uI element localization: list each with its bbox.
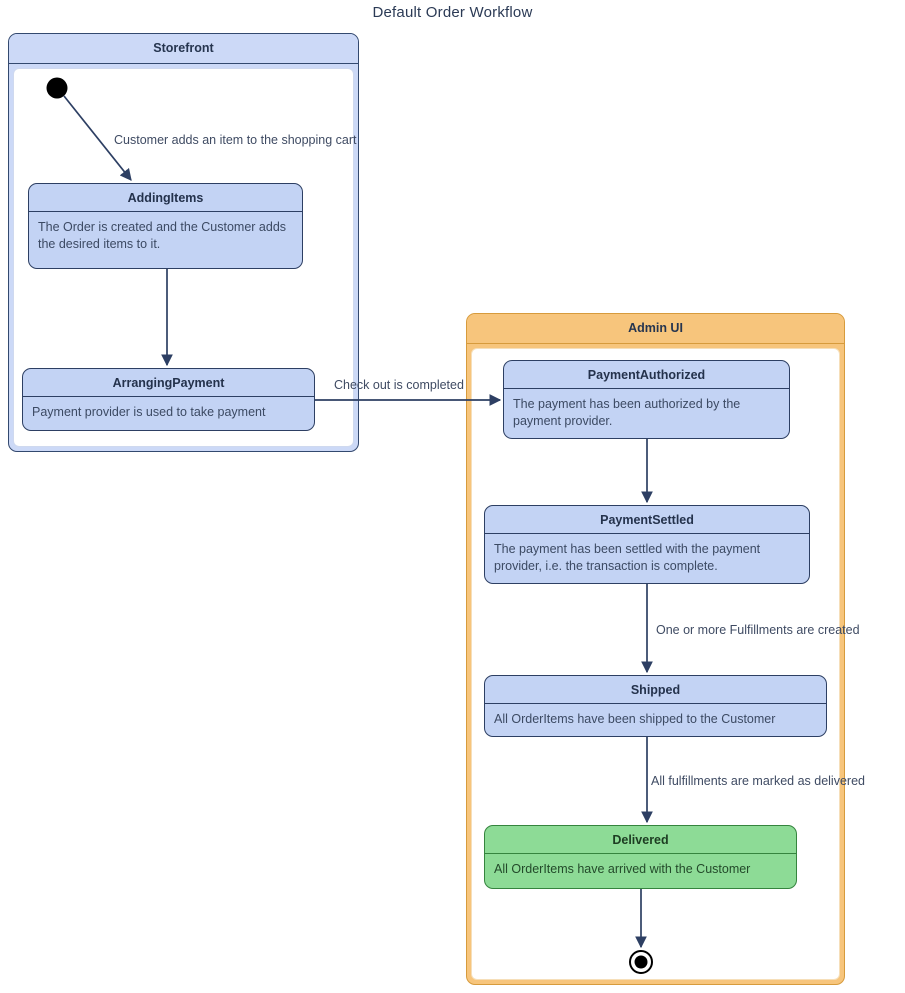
edge-label-customer-adds-item: Customer adds an item to the shopping ca… [114, 133, 357, 147]
container-admin-ui-label: Admin UI [467, 314, 844, 344]
state-shipped[interactable]: Shipped All OrderItems have been shipped… [484, 675, 827, 737]
state-payment-authorized[interactable]: PaymentAuthorized The payment has been a… [503, 360, 790, 439]
state-arranging-payment-description: Payment provider is used to take payment [32, 405, 266, 419]
state-shipped-name: Shipped [485, 676, 826, 704]
state-arranging-payment[interactable]: ArrangingPayment Payment provider is use… [22, 368, 315, 431]
state-payment-settled-name: PaymentSettled [485, 506, 809, 534]
state-shipped-description: All OrderItems have been shipped to the … [494, 712, 776, 726]
state-payment-settled-description: The payment has been settled with the pa… [494, 542, 761, 573]
state-delivered-description: All OrderItems have arrived with the Cus… [494, 862, 751, 876]
state-payment-authorized-name: PaymentAuthorized [504, 361, 789, 389]
state-delivered[interactable]: Delivered All OrderItems have arrived wi… [484, 825, 797, 889]
state-delivered-name: Delivered [485, 826, 796, 854]
edge-label-check-out-completed: Check out is completed [334, 378, 464, 392]
state-adding-items[interactable]: AddingItems The Order is created and the… [28, 183, 303, 269]
state-adding-items-description: The Order is created and the Customer ad… [38, 220, 287, 251]
edge-label-marked-as-delivered: All fulfillments are marked as delivered [651, 774, 865, 788]
edge-label-fulfillments-created: One or more Fulfillments are created [656, 623, 860, 637]
state-arranging-payment-name: ArrangingPayment [23, 369, 314, 397]
container-storefront-label: Storefront [9, 34, 358, 64]
state-payment-settled[interactable]: PaymentSettled The payment has been sett… [484, 505, 810, 584]
page-title: Default Order Workflow [372, 4, 533, 21]
state-payment-authorized-description: The payment has been authorized by the p… [513, 397, 741, 428]
state-adding-items-name: AddingItems [29, 184, 302, 212]
